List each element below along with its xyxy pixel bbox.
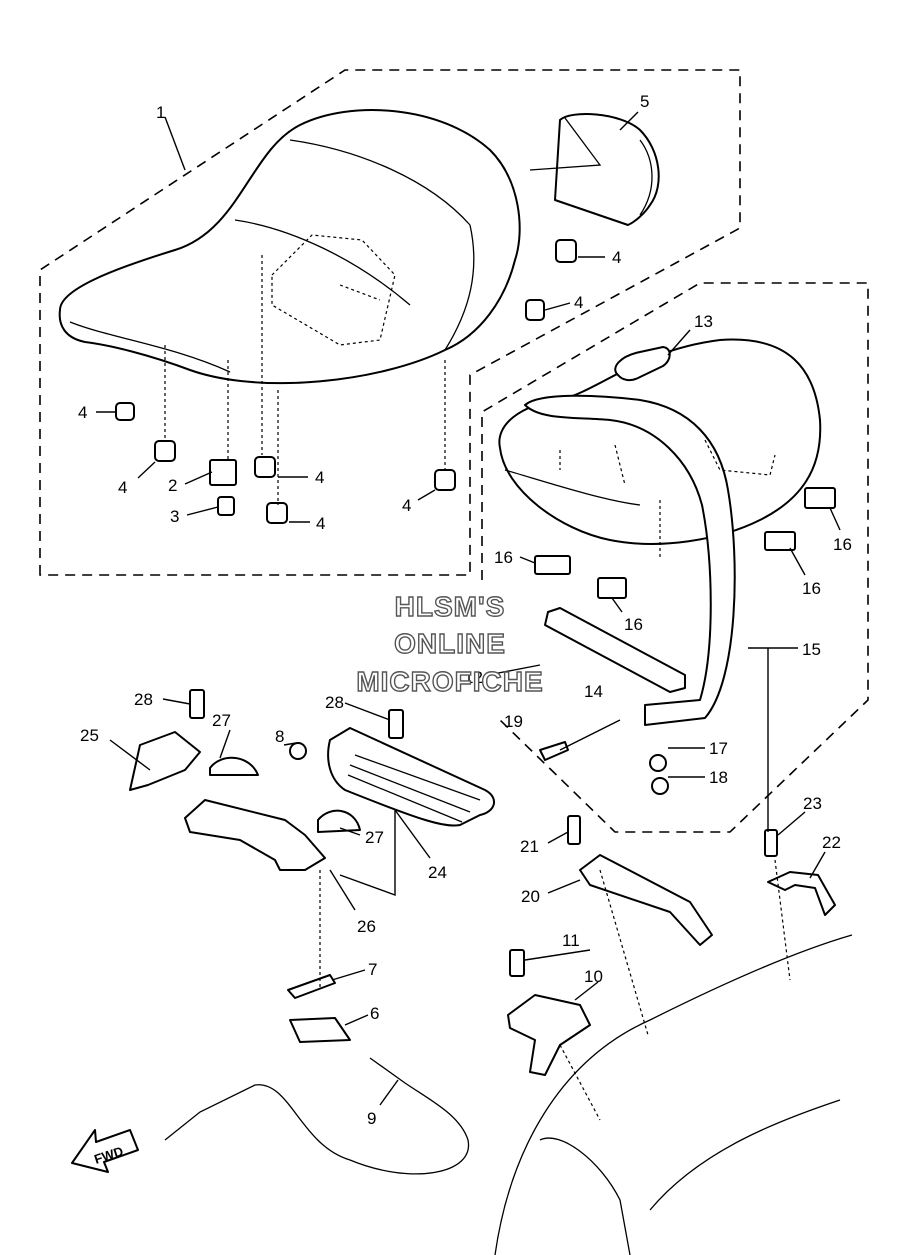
seat-group-box xyxy=(39,69,741,576)
part-label-5: 5 xyxy=(640,92,649,111)
part-label-2: 2 xyxy=(168,476,177,495)
part-labels: 1 5 4 4 4 4 4 4 4 2 3 13 16 16 16 16 15 … xyxy=(78,92,852,1128)
part-label-27: 27 xyxy=(212,711,231,730)
bracket-10 xyxy=(507,994,591,1076)
watermark-line-2: ONLINE xyxy=(394,628,506,659)
part-label-4: 4 xyxy=(316,514,325,533)
passenger-pad xyxy=(529,113,660,226)
part-label-9: 9 xyxy=(367,1109,376,1128)
lock-plate-7 xyxy=(287,974,336,999)
part-label-16: 16 xyxy=(494,548,513,567)
bracket-20 xyxy=(579,854,713,946)
part-label-1: 1 xyxy=(156,103,165,122)
part-label-4: 4 xyxy=(402,496,411,515)
part-label-20: 20 xyxy=(521,887,540,906)
part-label-12: 12 xyxy=(464,668,483,687)
part-label-22: 22 xyxy=(822,833,841,852)
part-label-18: 18 xyxy=(709,768,728,787)
part-label-7: 7 xyxy=(368,960,377,979)
part-label-27: 27 xyxy=(365,828,384,847)
part-label-4: 4 xyxy=(78,403,87,422)
part-label-16: 16 xyxy=(802,579,821,598)
leader-lines xyxy=(96,111,841,1106)
part-label-3: 3 xyxy=(170,507,179,526)
backrest-group-box xyxy=(481,282,869,833)
part-label-28: 28 xyxy=(325,693,344,712)
part-label-21: 21 xyxy=(520,837,539,856)
part-label-26: 26 xyxy=(357,917,376,936)
cable-9 xyxy=(164,1057,470,1175)
plate-26 xyxy=(184,799,326,871)
part-label-28: 28 xyxy=(134,690,153,709)
watermark: HLSM'S ONLINE MICROFICHE xyxy=(356,590,544,697)
mount-leads xyxy=(164,255,791,1121)
part-label-19: 19 xyxy=(504,712,523,731)
part-label-6: 6 xyxy=(370,1004,379,1023)
part-label-16: 16 xyxy=(833,535,852,554)
handle-22 xyxy=(767,871,836,916)
part-label-4: 4 xyxy=(612,248,621,267)
part-label-14: 14 xyxy=(584,682,603,701)
part-label-23: 23 xyxy=(803,794,822,813)
part-label-15: 15 xyxy=(802,640,821,659)
part-label-4: 4 xyxy=(118,478,127,497)
part-label-25: 25 xyxy=(80,726,99,745)
part-label-13: 13 xyxy=(694,312,713,331)
watermark-line-1: HLSM'S xyxy=(395,591,506,622)
pad-27a xyxy=(209,756,259,776)
part-label-17: 17 xyxy=(709,739,728,758)
watermark-line-3: MICROFICHE xyxy=(356,666,543,697)
part-label-24: 24 xyxy=(428,863,447,882)
part-label-10: 10 xyxy=(584,967,603,986)
part-label-11: 11 xyxy=(562,931,580,950)
rider-seat xyxy=(58,109,521,385)
bracket-25 xyxy=(129,731,201,791)
fwd-arrow-icon: FWD xyxy=(71,1129,139,1173)
hardware xyxy=(115,239,836,977)
passenger-seat xyxy=(498,338,822,726)
rear-fender xyxy=(494,934,853,1255)
cover-24 xyxy=(327,727,495,827)
part-label-8: 8 xyxy=(275,727,284,746)
part-label-4: 4 xyxy=(574,293,583,312)
part-label-4: 4 xyxy=(315,468,324,487)
bracket-14 xyxy=(544,607,686,693)
lock-6 xyxy=(289,1017,351,1043)
part-label-16: 16 xyxy=(624,615,643,634)
pad-27b xyxy=(317,809,361,833)
